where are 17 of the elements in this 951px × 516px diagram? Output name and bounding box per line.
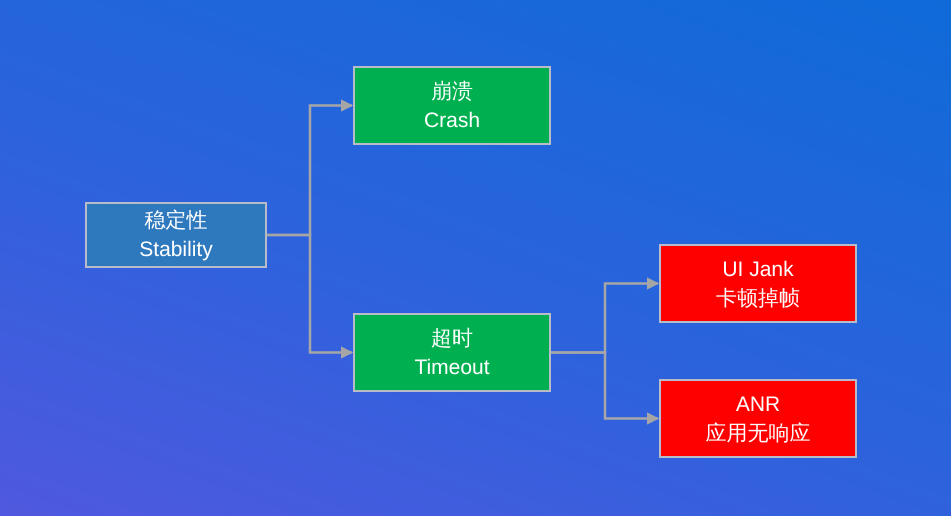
node-label: 崩溃 [431,78,473,104]
category-box [353,313,551,392]
node-label: Timeout [414,354,490,380]
node-label: 稳定性 [144,208,208,234]
node-label: Crash [424,108,480,134]
category-box [353,66,551,145]
node-label: UI Jank [722,256,794,282]
node-label: 应用无响应 [706,420,810,446]
leaf-box [659,244,857,323]
root-box [85,202,267,268]
node-label: ANR [736,392,780,418]
leaf-box [659,379,857,458]
node-label: 超时 [431,326,473,352]
node-label: Stability [139,237,213,263]
node-label: 卡顿掉帧 [716,286,800,312]
connector-arrow [267,234,354,359]
connector-arrow [551,351,660,425]
